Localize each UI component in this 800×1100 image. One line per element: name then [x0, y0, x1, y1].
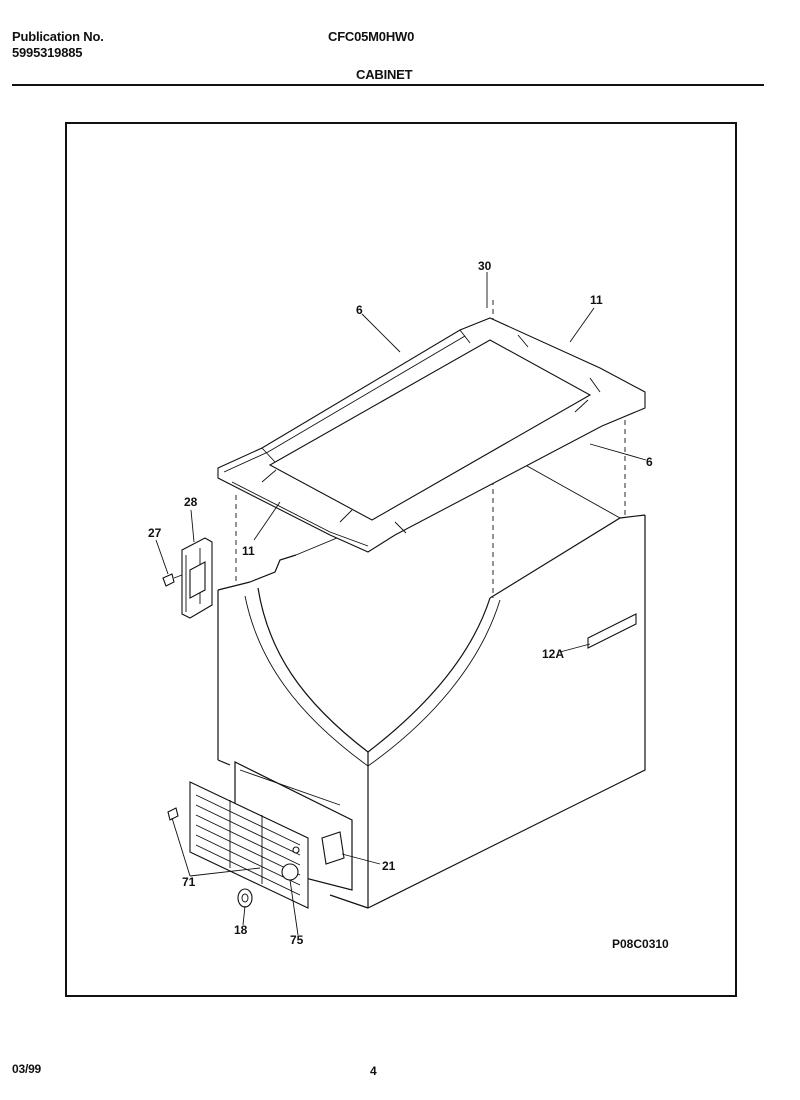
hinge-part: [181, 537, 213, 619]
callout-27: 27: [148, 526, 162, 540]
callout-30: 30: [478, 259, 492, 273]
hinge-screw-part: [162, 573, 183, 587]
callout-6-right: 6: [646, 455, 653, 469]
callout-18: 18: [234, 923, 248, 937]
breaker-strip-assembly: [217, 317, 646, 553]
model-number: CFC05M0HW0: [328, 29, 415, 44]
page-number: 4: [370, 1064, 377, 1078]
callout-11-bottom: 11: [242, 544, 255, 558]
leader-lines: [155, 272, 647, 936]
callout-75: 75: [290, 933, 304, 947]
callout-11-top: 11: [590, 293, 603, 307]
grille-screw-part: [167, 807, 179, 821]
callout-12a: 12A: [542, 647, 564, 661]
callout-71: 71: [182, 875, 196, 889]
section-title: CABINET: [356, 67, 413, 82]
callout-21: 21: [382, 859, 396, 873]
footer-date: 03/99: [12, 1062, 42, 1076]
plug-button-part: [237, 888, 253, 908]
header-rule: [12, 84, 764, 86]
cabinet-body: [217, 300, 646, 909]
callout-28: 28: [184, 495, 198, 509]
callout-6-left: 6: [356, 303, 363, 317]
publication-label: Publication No.: [12, 29, 104, 44]
grille-part: [189, 781, 309, 909]
drawing-code: P08C0310: [612, 937, 669, 951]
callout-labels: 30 11 6 6 11 28 27 12A 21 71 18 75 P08C0…: [148, 259, 669, 951]
diagram-frame: [65, 122, 737, 997]
publication-number: 5995319885: [12, 45, 83, 60]
serial-plate-part: [587, 613, 637, 649]
